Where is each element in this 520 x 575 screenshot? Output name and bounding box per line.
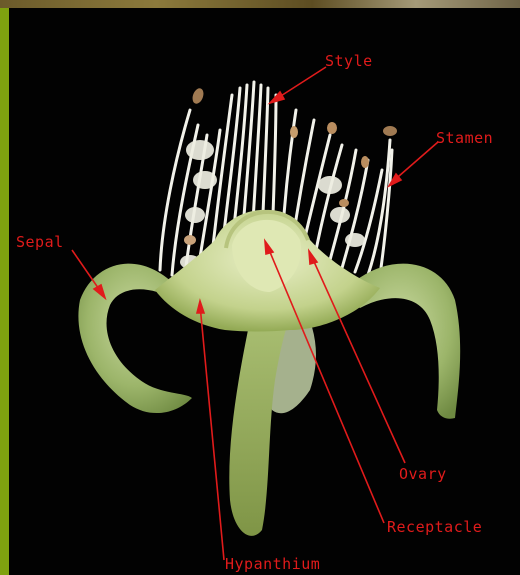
label-style: Style xyxy=(325,52,373,70)
label-receptacle: Receptacle xyxy=(387,518,482,536)
label-sepal: Sepal xyxy=(16,233,64,251)
label-ovary: Ovary xyxy=(399,465,447,483)
label-stamen: Stamen xyxy=(436,129,493,147)
label-hypanthium: Hypanthium xyxy=(225,555,320,573)
